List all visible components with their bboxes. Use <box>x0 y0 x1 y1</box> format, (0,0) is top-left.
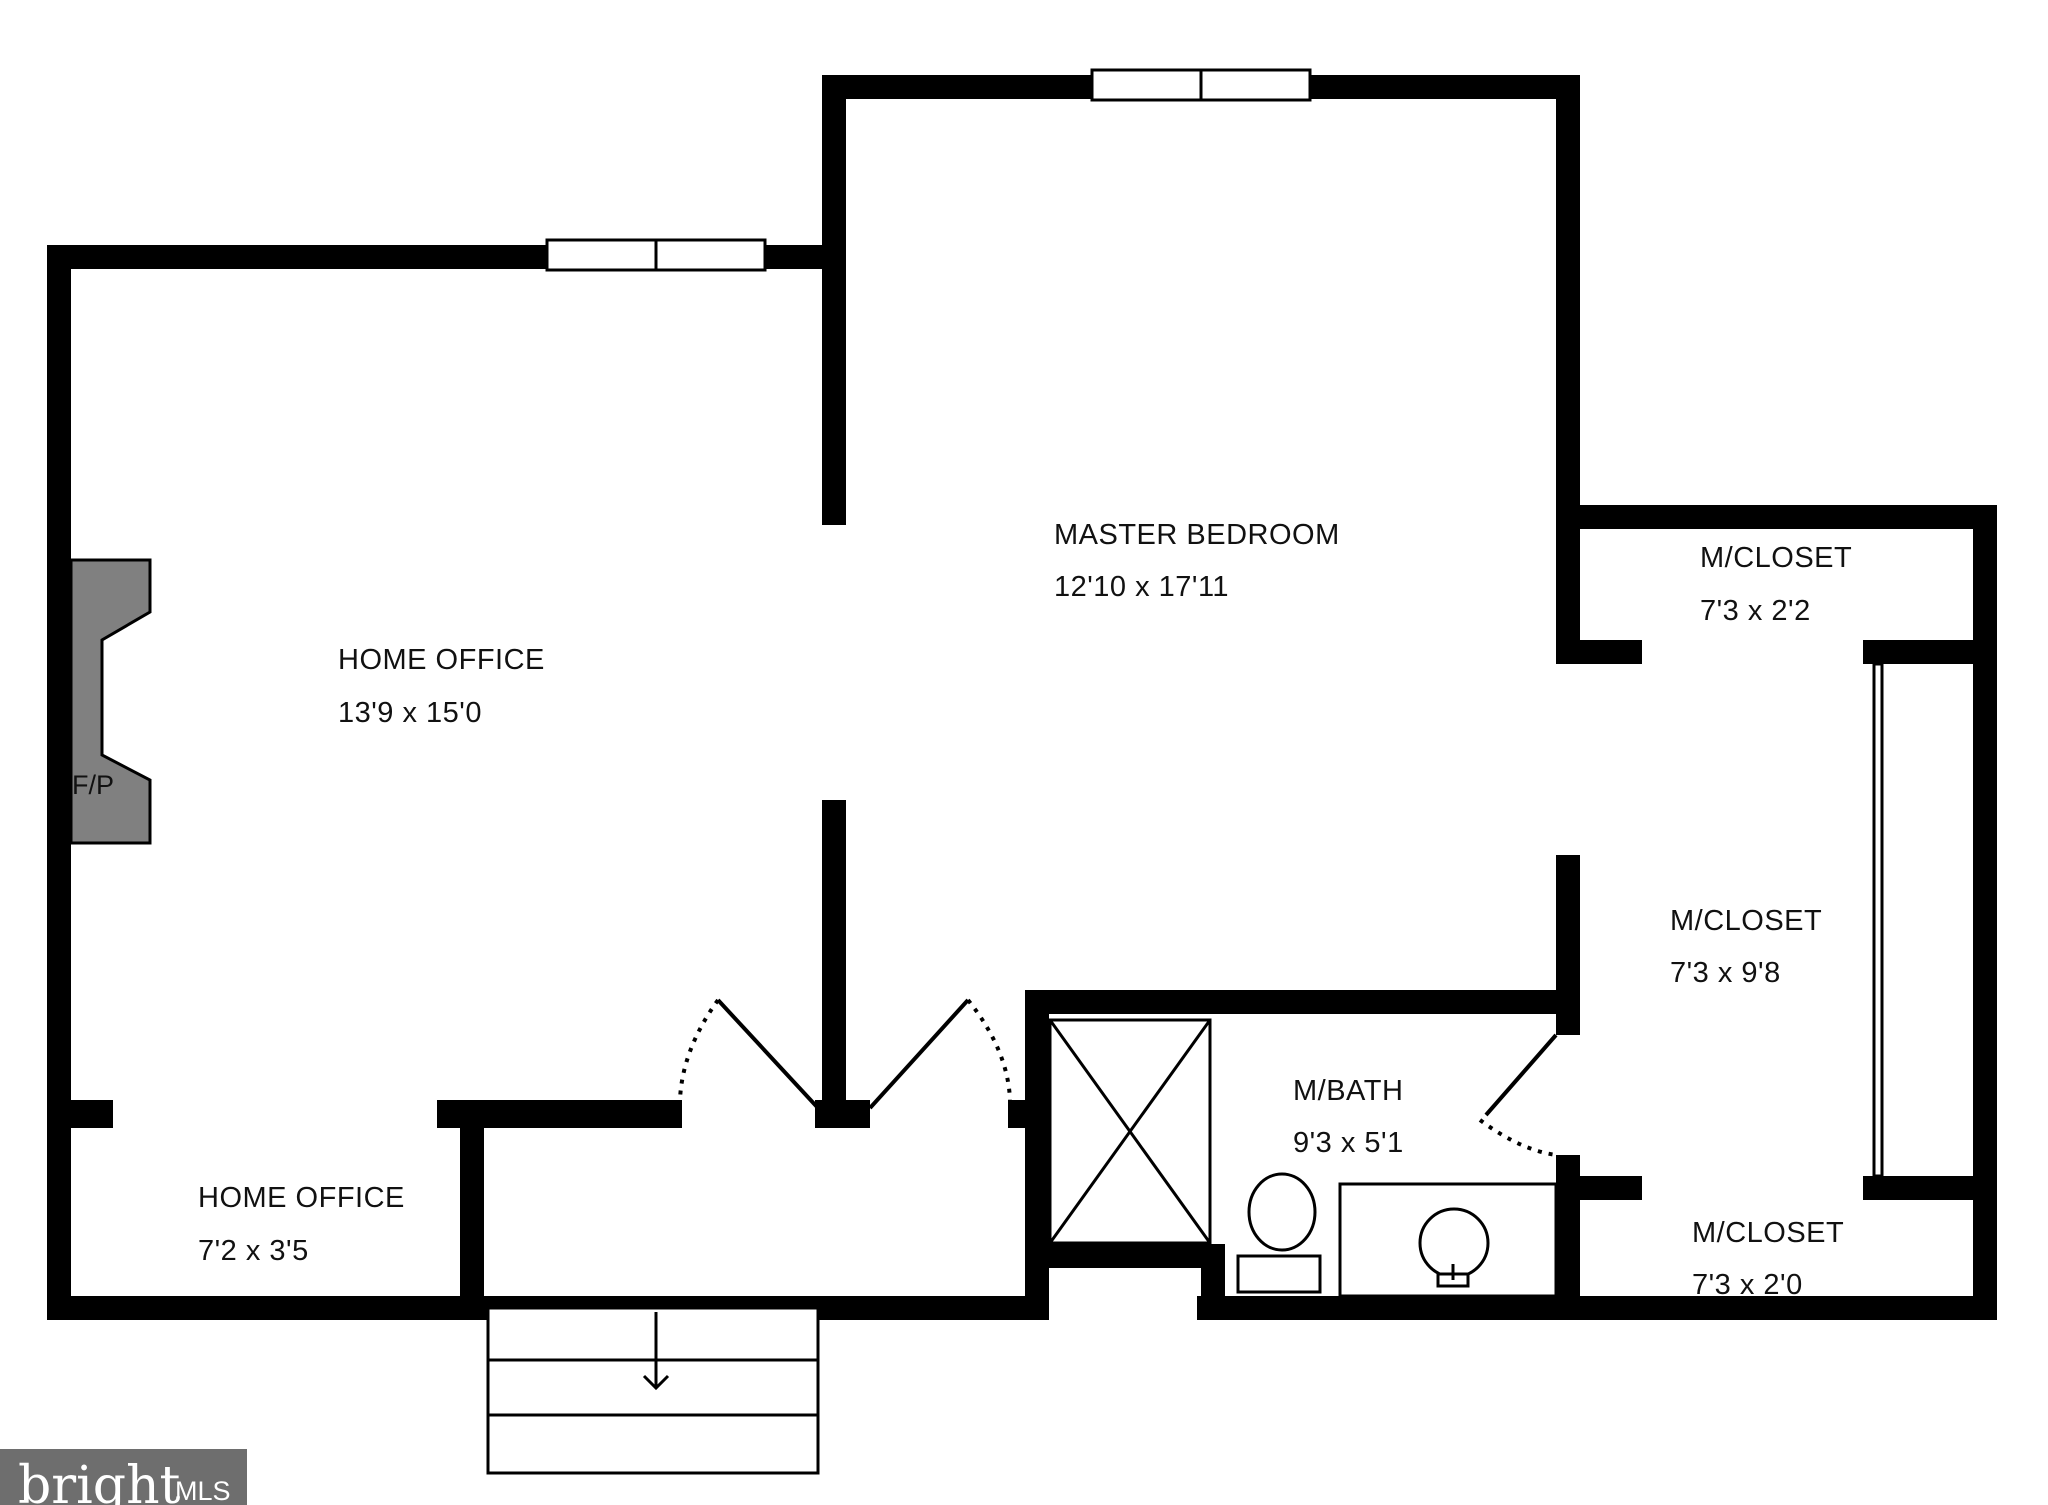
vanity <box>1338 1182 1558 1298</box>
room-label-master-bedroom: MASTER BEDROOM <box>1054 519 1340 551</box>
watermark-brand: bright <box>18 1456 181 1505</box>
room-dims-closet-top: 7'3 x 2'2 <box>1700 595 1811 627</box>
watermark-suffix: MLS <box>175 1476 231 1505</box>
room-label-bath: M/BATH <box>1293 1075 1403 1107</box>
closet-shelf <box>1872 662 1884 1178</box>
room-label-closet-top: M/CLOSET <box>1700 542 1852 574</box>
window-top-right <box>1090 68 1312 102</box>
room-dims-home-office-small: 7'2 x 3'5 <box>198 1235 309 1267</box>
room-dims-closet-bottom: 7'3 x 2'0 <box>1692 1269 1803 1301</box>
stairs <box>486 1306 820 1475</box>
shower <box>1048 1018 1212 1245</box>
door-bath <box>1478 1033 1558 1157</box>
room-dims-closet-middle: 7'3 x 9'8 <box>1670 957 1781 989</box>
fireplace <box>69 558 152 845</box>
room-dims-master-bedroom: 12'10 x 17'11 <box>1054 571 1229 603</box>
door-double-right <box>868 998 1012 1110</box>
room-dims-home-office: 13'9 x 15'0 <box>338 697 482 729</box>
door-double-left <box>678 998 820 1110</box>
fireplace-label: F/P <box>72 770 114 800</box>
room-label-home-office-small: HOME OFFICE <box>198 1182 405 1214</box>
room-label-home-office: HOME OFFICE <box>338 644 545 676</box>
room-label-closet-bottom: M/CLOSET <box>1692 1217 1844 1249</box>
toilet <box>1236 1172 1322 1294</box>
window-top-left <box>545 238 767 272</box>
room-label-closet-middle: M/CLOSET <box>1670 905 1822 937</box>
room-dims-bath: 9'3 x 5'1 <box>1293 1127 1404 1159</box>
bright-mls-watermark: bright MLS <box>0 1449 247 1505</box>
